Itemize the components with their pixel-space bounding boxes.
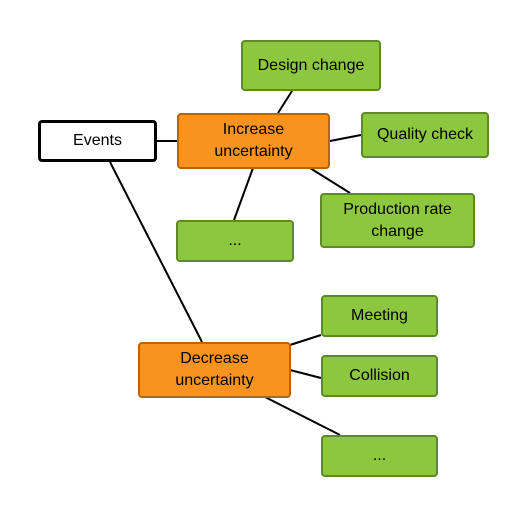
node-quality-check: Quality check (361, 112, 489, 158)
edge-increase-more (233, 167, 254, 221)
node-decrease-more: ... (321, 435, 438, 477)
node-increase-more: ... (176, 220, 294, 262)
node-events: Events (38, 120, 157, 162)
node-meeting: Meeting (321, 295, 438, 337)
node-decrease-label-1: Decrease (180, 350, 249, 367)
edge-decrease-collision (289, 369, 322, 379)
node-increase-uncertainty: Increase uncertainty (177, 113, 330, 169)
node-collision-label: Collision (349, 367, 410, 384)
edge-events-decrease (109, 161, 203, 343)
edge-increase-production (309, 167, 351, 194)
edge-decrease-meeting (289, 334, 322, 346)
node-decrease-more-label: ... (372, 447, 387, 464)
node-events-label: Events (73, 132, 122, 149)
node-production-label-2: change (371, 222, 424, 240)
node-design-change-label: Design change (257, 56, 365, 74)
node-quality-check-label: Quality check (376, 126, 474, 143)
node-collision: Collision (321, 355, 438, 397)
node-production-label-1: Production rate (343, 200, 452, 218)
node-increase-label-2: uncertainty (214, 143, 293, 160)
edge-decrease-more (264, 396, 341, 436)
node-meeting-label: Meeting (351, 307, 408, 324)
node-decrease-label-2: uncertainty (175, 372, 254, 389)
node-increase-more-label: ... (228, 232, 242, 249)
node-decrease-uncertainty: Decrease uncertainty (138, 342, 291, 398)
node-design-change: Design change (241, 40, 381, 91)
node-increase-label-1: Increase (222, 121, 285, 138)
node-production-rate-change: Production rate change (320, 193, 475, 248)
edge-increase-design (277, 90, 293, 114)
edge-increase-quality (329, 134, 362, 142)
